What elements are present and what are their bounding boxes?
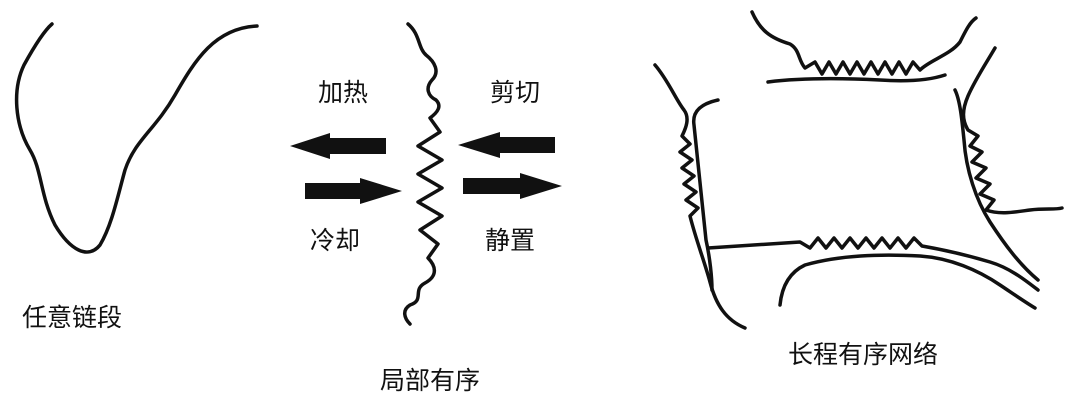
local-order-chain <box>405 24 442 324</box>
network-chain-bottom <box>708 238 1038 290</box>
long-range-network-label: 长程有序网络 <box>788 342 938 367</box>
cooling-arrow-right <box>305 178 402 204</box>
random-chain-label: 任意链段 <box>22 305 122 330</box>
heating-arrow-left <box>290 133 386 159</box>
shear-label: 剪切 <box>490 80 540 105</box>
local-order-label: 局部有序 <box>380 368 480 393</box>
rest-arrow-right <box>463 173 562 199</box>
network-chain-top <box>752 12 976 74</box>
network-chain-left-inner <box>694 100 718 290</box>
rest-label: 静置 <box>485 228 535 253</box>
random-chain-curve <box>17 24 257 252</box>
shear-arrow-left <box>458 132 555 158</box>
network-chain-right <box>964 48 1063 213</box>
network-chain-right-inner <box>955 90 1038 280</box>
network-chain-top-lower <box>768 75 945 82</box>
heating-label: 加热 <box>318 80 368 105</box>
cooling-label: 冷却 <box>310 228 360 253</box>
